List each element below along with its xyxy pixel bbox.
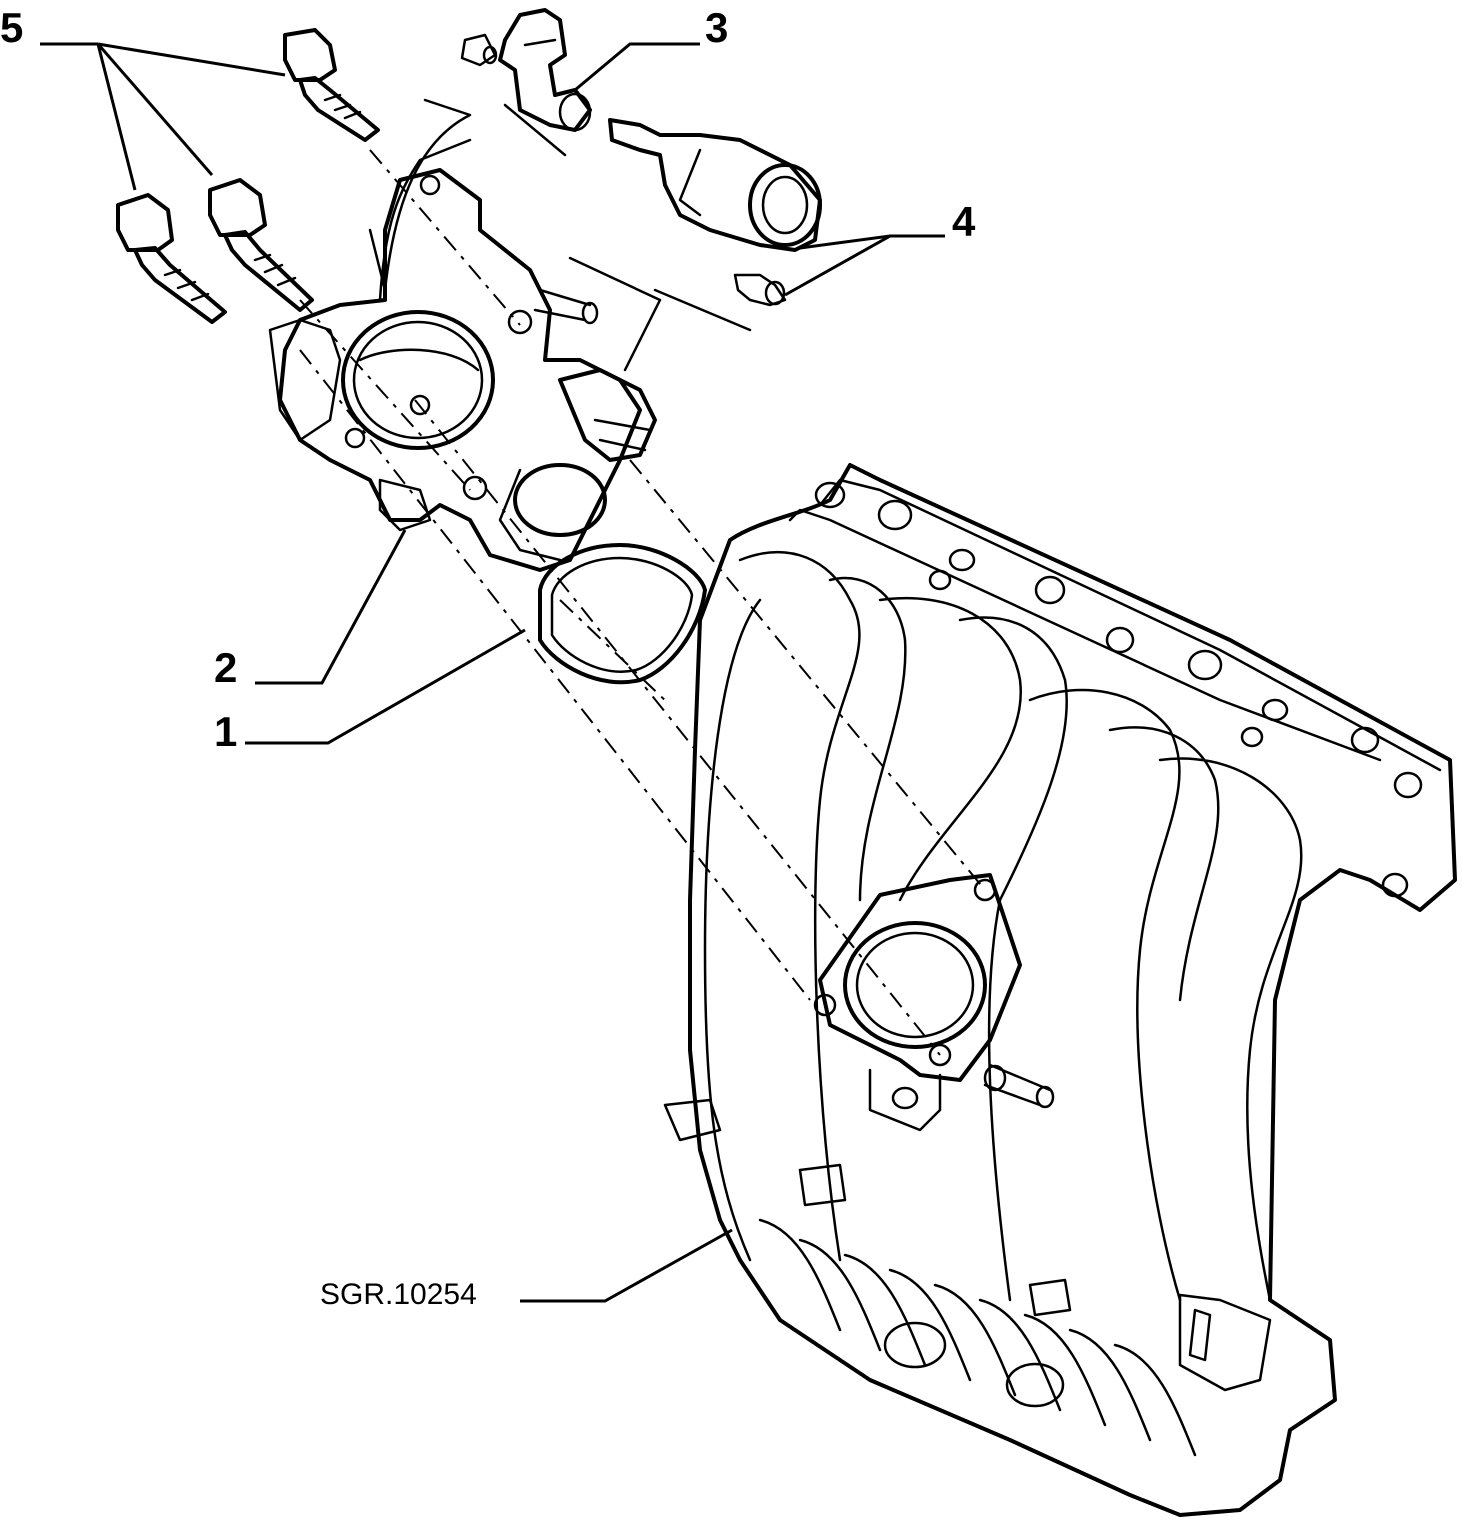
assembly-axis-lines xyxy=(299,149,986,1056)
leader-lines xyxy=(40,42,945,1303)
intake-manifold xyxy=(663,463,1457,1517)
actuator-part-4 xyxy=(608,118,822,307)
callout-3: 3 xyxy=(705,4,728,51)
sensor-part-3 xyxy=(460,8,592,132)
gasket-ring xyxy=(538,543,707,685)
callout-2: 2 xyxy=(214,644,237,691)
bolt-top xyxy=(283,28,380,142)
assembly-brackets xyxy=(368,98,752,372)
reference-code: SGR.10254 xyxy=(320,1278,477,1311)
bolt-middle xyxy=(208,178,314,312)
callout-5: 5 xyxy=(0,4,23,51)
callout-4: 4 xyxy=(952,198,976,245)
bolt-left xyxy=(116,193,227,324)
throttle-body xyxy=(268,168,657,572)
callout-1: 1 xyxy=(214,708,237,755)
